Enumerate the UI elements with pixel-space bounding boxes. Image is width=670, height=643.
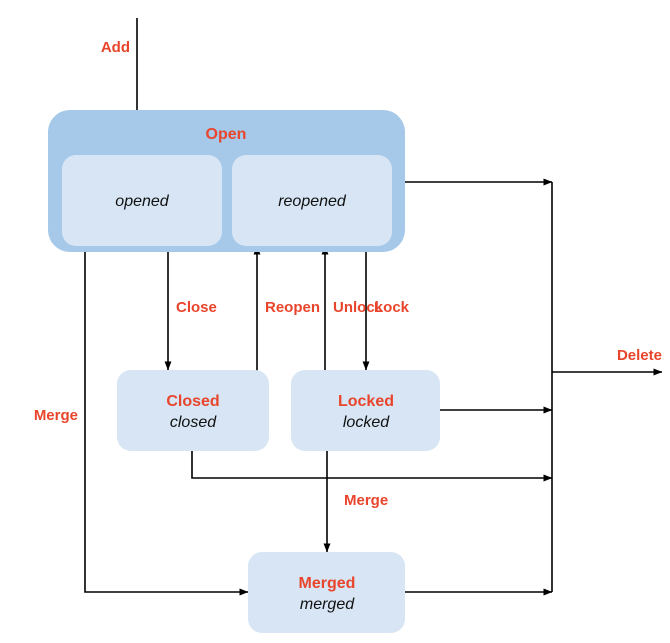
- state-merged[interactable]: [248, 552, 405, 633]
- edge-label-reopen: Reopen: [265, 299, 320, 316]
- state-locked[interactable]: [291, 370, 440, 451]
- state-merged-subtitle: merged: [300, 596, 355, 613]
- edge-label-lock: Lock: [374, 299, 410, 316]
- state-reopened-label: reopened: [278, 193, 347, 210]
- composite-open-title: Open: [206, 126, 247, 143]
- state-locked-title: Locked: [338, 393, 394, 410]
- edge-label-unlock: Unlock: [333, 299, 384, 316]
- state-closed-title: Closed: [166, 393, 219, 410]
- edge-label-merge-mid: Merge: [344, 492, 388, 509]
- edge-label-merge-left: Merge: [34, 407, 78, 424]
- state-reopened[interactable]: [232, 155, 392, 246]
- state-closed-subtitle: closed: [170, 414, 217, 431]
- edge-label-delete: Delete: [617, 347, 662, 364]
- state-closed[interactable]: [117, 370, 269, 451]
- state-locked-subtitle: locked: [343, 414, 390, 431]
- edge-delete-from-closed: [191, 451, 553, 482]
- edge-label-add: Add: [101, 39, 130, 56]
- edge-label-close: Close: [176, 299, 217, 316]
- state-opened-label: opened: [115, 193, 169, 210]
- state-opened[interactable]: [62, 155, 222, 246]
- state-merged-title: Merged: [299, 575, 356, 592]
- edge-merge-from-open: [84, 252, 249, 596]
